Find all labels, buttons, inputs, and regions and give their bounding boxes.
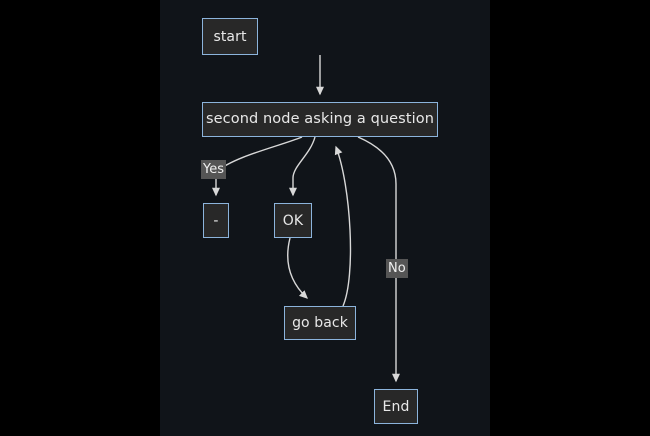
node-goback-label: go back — [292, 315, 348, 331]
node-dash-label: - — [213, 212, 219, 229]
node-ok[interactable]: OK — [274, 203, 312, 238]
node-end[interactable]: End — [374, 389, 418, 424]
edge-ok-to-goback — [287, 237, 308, 299]
node-dash[interactable]: - — [203, 203, 229, 238]
edge-label-yes[interactable]: Yes — [201, 160, 226, 179]
node-end-label: End — [382, 398, 410, 415]
node-start-label: start — [213, 28, 247, 45]
node-second-label: second node asking a question — [205, 111, 435, 128]
node-ok-label: OK — [282, 212, 304, 229]
diagram-canvas[interactable]: start second node asking a question - OK… — [160, 0, 490, 436]
node-goback[interactable]: go back — [284, 306, 356, 340]
edge-second-to-end — [357, 136, 401, 383]
edge-goback-to-second — [334, 145, 352, 307]
edge-label-no[interactable]: No — [386, 259, 408, 278]
node-start[interactable]: start — [202, 18, 258, 55]
edge-second-to-dash — [211, 136, 303, 197]
edge-second-to-ok — [288, 136, 316, 197]
node-second[interactable]: second node asking a question — [202, 102, 438, 137]
